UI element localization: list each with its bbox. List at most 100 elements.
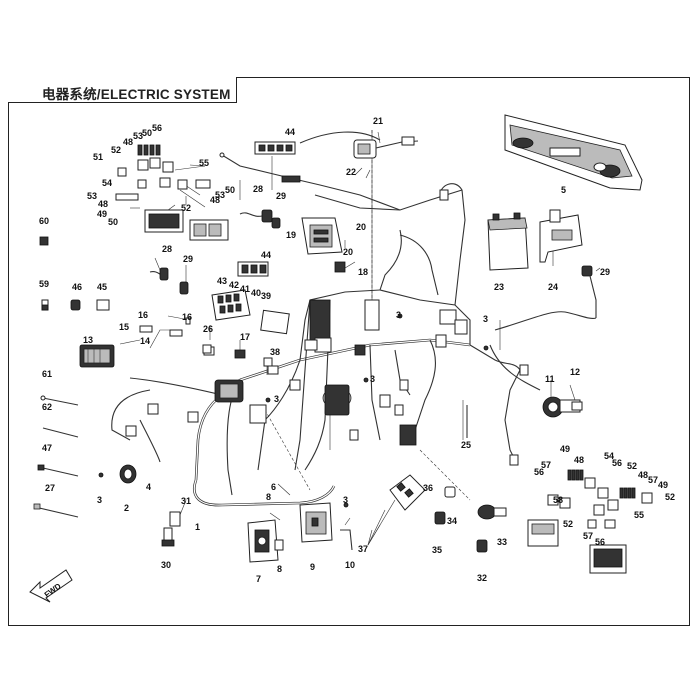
part-44-fuse-strip	[254, 141, 296, 155]
part-13-regulator	[79, 344, 115, 368]
callout-41: 41	[240, 284, 250, 294]
part-45-block	[96, 299, 110, 311]
callout-29: 29	[183, 254, 193, 264]
callout-60: 60	[39, 216, 49, 226]
callout-57: 57	[583, 531, 593, 541]
title-box	[8, 77, 237, 103]
callout-48: 48	[574, 455, 584, 465]
callout-52: 52	[563, 519, 573, 529]
part-59-connector	[41, 299, 49, 311]
callout-54: 54	[604, 451, 614, 461]
part-9-module	[299, 502, 333, 543]
part-19-ecu	[301, 217, 343, 255]
part-26-connector	[202, 344, 212, 354]
fuse-box-top-left	[144, 209, 229, 241]
callout-48: 48	[210, 195, 220, 205]
callout-53: 53	[133, 131, 143, 141]
part-29-sensor-upper	[271, 217, 281, 229]
callout-59: 59	[39, 279, 49, 289]
callout-19: 19	[286, 230, 296, 240]
part-46-plug	[70, 299, 81, 311]
callout-24: 24	[548, 282, 558, 292]
part-35-switch	[434, 511, 446, 525]
diagram-title: 电器系统/ELECTRIC SYSTEM	[42, 87, 231, 102]
callout-5: 5	[561, 185, 566, 195]
callout-33: 33	[497, 537, 507, 547]
callout-8: 8	[277, 564, 282, 574]
callout-26: 26	[203, 324, 213, 334]
callout-43: 43	[217, 276, 227, 286]
callout-56: 56	[534, 467, 544, 477]
callout-11: 11	[545, 374, 555, 384]
callout-48: 48	[638, 470, 648, 480]
callout-9: 9	[310, 562, 315, 572]
part-8-connector	[274, 539, 284, 551]
callout-21: 21	[373, 116, 383, 126]
callout-57: 57	[541, 460, 551, 470]
diagram-frame	[8, 77, 690, 626]
callout-48: 48	[98, 199, 108, 209]
callout-51: 51	[93, 152, 103, 162]
central-harness-components	[125, 189, 529, 466]
callout-49: 49	[560, 444, 570, 454]
callout-20: 20	[356, 222, 366, 232]
callout-45: 45	[97, 282, 107, 292]
callout-42: 42	[229, 280, 239, 290]
callout-3: 3	[97, 495, 102, 505]
callout-2: 2	[124, 503, 129, 513]
callout-20: 20	[343, 247, 353, 257]
part-3-bolts	[98, 313, 489, 508]
callout-49: 49	[658, 480, 668, 490]
callout-3: 3	[396, 310, 401, 320]
callout-29: 29	[600, 267, 610, 277]
callout-48: 48	[123, 137, 133, 147]
callout-32: 32	[477, 573, 487, 583]
top-cable	[219, 152, 401, 211]
callout-44: 44	[261, 250, 271, 260]
callout-57: 57	[648, 475, 658, 485]
callout-53: 53	[215, 190, 225, 200]
fwd-arrow-icon: FWD	[29, 569, 73, 603]
part-39-43-fuse-box	[211, 289, 290, 335]
leader-lines	[119, 130, 601, 556]
callout-1: 1	[195, 522, 200, 532]
callout-62: 62	[42, 402, 52, 412]
part-32-key	[476, 539, 488, 553]
callout-39: 39	[261, 291, 271, 301]
part-29-sensor-right	[581, 265, 597, 318]
part-28-sensor-lower	[149, 267, 169, 281]
callout-55: 55	[199, 158, 209, 168]
callout-50: 50	[225, 185, 235, 195]
loose-cables	[33, 395, 79, 518]
relay-cluster-bottom-right	[527, 469, 653, 574]
callout-37: 37	[358, 544, 368, 554]
callout-18: 18	[358, 267, 368, 277]
callout-52: 52	[627, 461, 637, 471]
callout-30: 30	[161, 560, 171, 570]
callout-8: 8	[266, 492, 271, 502]
callout-50: 50	[142, 128, 152, 138]
part-44-fuse-strip-middle	[237, 261, 269, 277]
callout-28: 28	[253, 184, 263, 194]
callout-52: 52	[111, 145, 121, 155]
callout-10: 10	[345, 560, 355, 570]
part-21-sensor	[299, 131, 419, 159]
part-2-grommet	[119, 464, 137, 484]
part-18-relay	[334, 261, 346, 273]
callout-numbers: 1 2 3 3 3 3 3 3 4 5 6 7 8 8 9 10 11 12 1…	[39, 116, 675, 584]
callout-36: 36	[423, 483, 433, 493]
callout-56: 56	[595, 537, 605, 547]
callout-46: 46	[72, 282, 82, 292]
callout-16: 16	[182, 312, 192, 322]
callout-12: 12	[570, 367, 580, 377]
callout-52: 52	[665, 492, 675, 502]
callout-56: 56	[612, 458, 622, 468]
callout-3: 3	[343, 495, 348, 505]
callout-25: 25	[461, 440, 471, 450]
callout-54: 54	[102, 178, 112, 188]
callout-22: 22	[346, 167, 356, 177]
part-24-battery-bracket	[539, 209, 583, 263]
parts	[39, 114, 653, 574]
part-28-sensor-upper	[239, 209, 273, 223]
